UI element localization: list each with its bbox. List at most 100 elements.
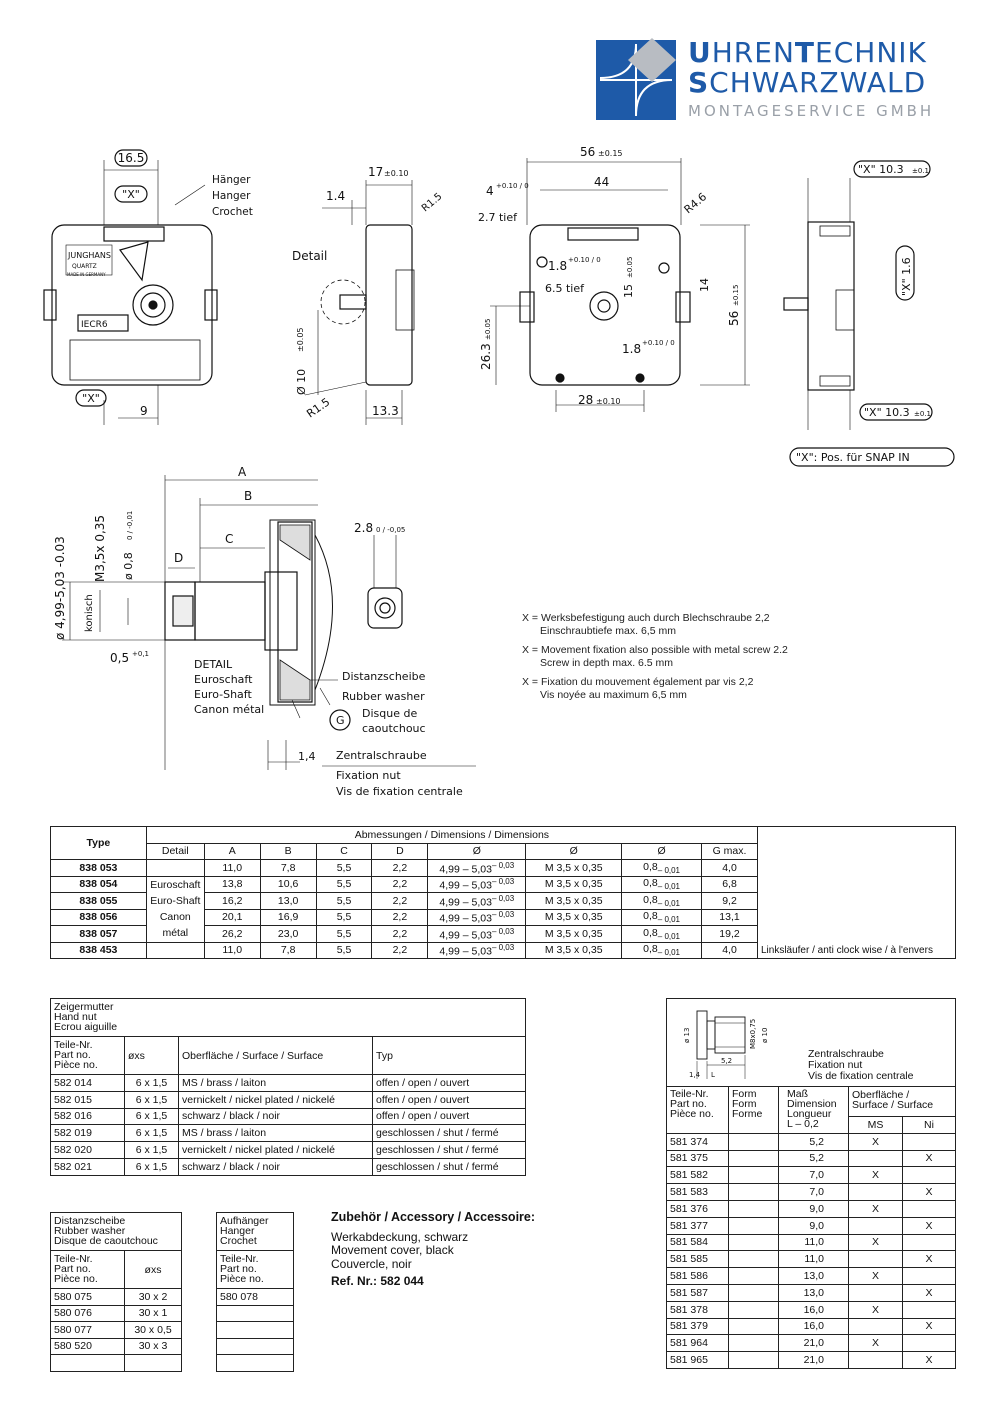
- logo-line3: MONTAGESERVICE GMBH: [688, 102, 935, 120]
- dim-a-cell: 13,8: [203, 875, 261, 893]
- dim-d0-8: ø 0,8: [122, 552, 135, 580]
- accessory-line-en: Movement cover, black: [331, 1243, 454, 1257]
- ni-cell: [902, 1199, 956, 1218]
- size-cell: [124, 1354, 182, 1372]
- fixation-nut-sketch-icon: ø 13 M8x0,75 ø 10 5,2 1,4 L: [683, 1010, 769, 1079]
- form-cell: [728, 1250, 779, 1269]
- washer-header-part: Teile-Nr.Part no.Pièce no.: [50, 1250, 125, 1289]
- dim-x-1-6: "X" 1.6: [900, 257, 913, 296]
- dim-15: 15: [622, 284, 635, 298]
- svg-text:1,4: 1,4: [689, 1071, 701, 1079]
- dim-d-cell: 2,2: [371, 908, 429, 926]
- hand-nut-header-typ: Typ: [372, 1036, 526, 1075]
- screw-header-surface: Oberfläche /Surface / Surface: [848, 1086, 956, 1117]
- type-cell: offen / open / ouvert: [372, 1090, 526, 1109]
- header-type: Type: [50, 826, 147, 860]
- size-cell: 6 x 1,5: [124, 1107, 179, 1126]
- dim-d10: Ø 10: [295, 369, 308, 395]
- movement-side-view: [365, 224, 413, 386]
- g-max-cell: 13,1: [701, 908, 758, 926]
- part-no-cell: 582 021: [50, 1157, 125, 1176]
- o3-cell: 0,8– 0,01: [621, 875, 703, 893]
- dim-c-cell: 5,5: [315, 941, 373, 959]
- detail-cell-empty: [145, 859, 205, 877]
- form-cell: [728, 1149, 779, 1168]
- label-zentralschraube: Zentralschraube: [336, 749, 427, 762]
- dim-a-cell: 20,1: [203, 908, 261, 926]
- dim-d-cell: 2,2: [371, 875, 429, 893]
- ni-cell: X: [902, 1317, 956, 1336]
- part-no-cell: 581 377: [666, 1216, 729, 1235]
- dim-2-7-tief: 2.7 tief: [478, 211, 518, 224]
- size-cell: 6 x 1,5: [124, 1141, 179, 1159]
- dim-28: 28: [578, 393, 593, 407]
- size-cell: 30 x 2: [124, 1288, 182, 1306]
- note-cell: Linksläufer / anti clock wise / à l'enve…: [756, 942, 957, 959]
- type-cell: 838 055: [50, 892, 147, 910]
- type-cell: 838 057: [50, 925, 147, 943]
- part-no-cell: 582 020: [50, 1141, 125, 1159]
- o3-cell: 0,8– 0,01: [621, 892, 703, 910]
- type-cell: geschlossen / shut / fermé: [372, 1157, 526, 1176]
- ms-cell: X: [848, 1199, 903, 1218]
- fixation-notes: X = Werksbefestigung auch durch Blechsch…: [522, 612, 822, 702]
- dim-phi-4-99: ø 4,99-5,03 -0.03: [53, 536, 67, 640]
- label-haenger: Hänger: [212, 174, 251, 186]
- detail-line: métal: [162, 927, 189, 939]
- dim-d0-8-tol: 0 / -0,01: [126, 511, 134, 540]
- dim-r15-top: R1.5: [420, 191, 445, 214]
- header-o1: Ø: [427, 842, 527, 860]
- dim-13-3: 13.3: [372, 404, 399, 418]
- header-o3: Ø: [621, 842, 703, 860]
- ms-cell: [848, 1283, 903, 1302]
- accessory-block: Zubehör / Accessory / Accessoire: Werkab…: [331, 1210, 591, 1289]
- part-no-cell: 582 015: [50, 1090, 125, 1109]
- detail-cell-empty: [145, 941, 205, 959]
- dim-1-8-a-tol: +0.10 / 0: [568, 256, 601, 264]
- dim-56-v: 56: [727, 311, 741, 326]
- note-de: X = Werksbefestigung auch durch Blechsch…: [522, 612, 770, 637]
- form-cell: [728, 1300, 779, 1319]
- size-cell: 6 x 1,5: [124, 1074, 179, 1092]
- part-no-cell: 581 379: [666, 1317, 729, 1336]
- hand-nut-header-part: Teile-Nr.Part no.Pièce no.: [50, 1036, 125, 1075]
- logo-line1: UHRENTECHNIK: [688, 36, 927, 69]
- dim-9: 9: [140, 404, 148, 418]
- part-no-cell: 582 019: [50, 1124, 125, 1143]
- dim-d-cell: 2,2: [371, 892, 429, 910]
- dim-4: 4: [486, 184, 494, 198]
- part-no-cell: 580 077: [50, 1321, 125, 1339]
- form-cell: [728, 1183, 779, 1201]
- svg-text:M8x0,75: M8x0,75: [749, 1019, 757, 1049]
- dim-26-3-tol: ±0.05: [484, 319, 492, 340]
- dim-2-8-tol: 0 / -0,05: [376, 526, 405, 534]
- note-cell: [756, 876, 957, 893]
- header-dimensions: Abmessungen / Dimensions / Dimensions: [145, 826, 758, 844]
- part-no-cell: 581 584: [666, 1233, 729, 1252]
- part-no-cell: 580 078: [216, 1288, 294, 1306]
- technical-drawings: 16.5 "X" Hänger Hanger Crochet JUNGHANS …: [43, 145, 955, 798]
- ni-cell: X: [902, 1351, 956, 1369]
- dim-c-cell: 5,5: [315, 925, 373, 943]
- dimensions-table: Type Abmessungen / Dimensions / Dimensio…: [50, 826, 957, 959]
- label-fixation-nut: Fixation nut: [336, 769, 401, 782]
- dim-0-5-tol: +0,1: [132, 650, 149, 658]
- dim-x-top: "X": [122, 188, 140, 201]
- washer-row: [50, 1354, 182, 1372]
- length-cell: 16,0: [778, 1317, 849, 1336]
